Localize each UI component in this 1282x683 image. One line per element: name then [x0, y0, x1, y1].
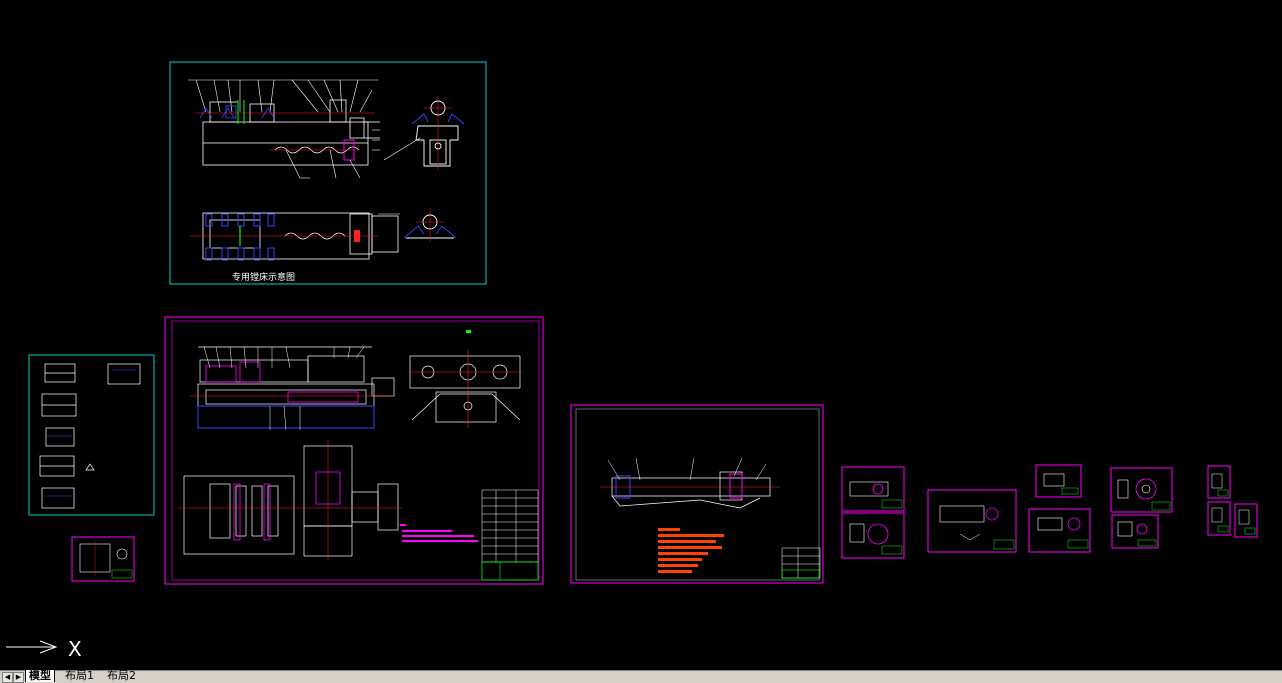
sheet-parts-cyan[interactable]: [28, 354, 155, 516]
sheet-detail-10[interactable]: [1234, 503, 1258, 538]
schematic-title: 专用镗床示意图: [232, 271, 295, 283]
sheet-assembly[interactable]: [164, 316, 544, 585]
sheet-schematic[interactable]: [169, 61, 487, 285]
sheet-detail-6[interactable]: [1110, 467, 1173, 513]
tab-nav-first-icon[interactable]: ◀: [2, 672, 13, 683]
ucs-icon: [6, 640, 58, 654]
tab-nav-next-icon[interactable]: ▶: [13, 672, 24, 683]
sheet-detail-4[interactable]: [1035, 464, 1082, 498]
sheet-shaft[interactable]: [570, 404, 824, 584]
tab-layout1[interactable]: 布局1: [65, 669, 94, 682]
sheet-detail-7[interactable]: [1111, 514, 1159, 549]
sheet-detail-5[interactable]: [1028, 508, 1091, 553]
tab-layout2[interactable]: 布局2: [107, 669, 136, 682]
sheet-detail-9[interactable]: [1207, 501, 1231, 536]
ucs-x-label: X: [68, 637, 82, 661]
sheet-detail-8[interactable]: [1207, 465, 1231, 499]
sheet-detail-2[interactable]: [841, 512, 905, 559]
tab-model[interactable]: 模型: [25, 670, 55, 682]
sheet-detail-1[interactable]: [841, 466, 905, 512]
sheet-detail-3[interactable]: [927, 489, 1017, 553]
layout-tab-bar: ◀ ▶ 模型 布局1 布局2: [0, 670, 1282, 683]
sheet-small-lower-left[interactable]: [71, 536, 135, 582]
